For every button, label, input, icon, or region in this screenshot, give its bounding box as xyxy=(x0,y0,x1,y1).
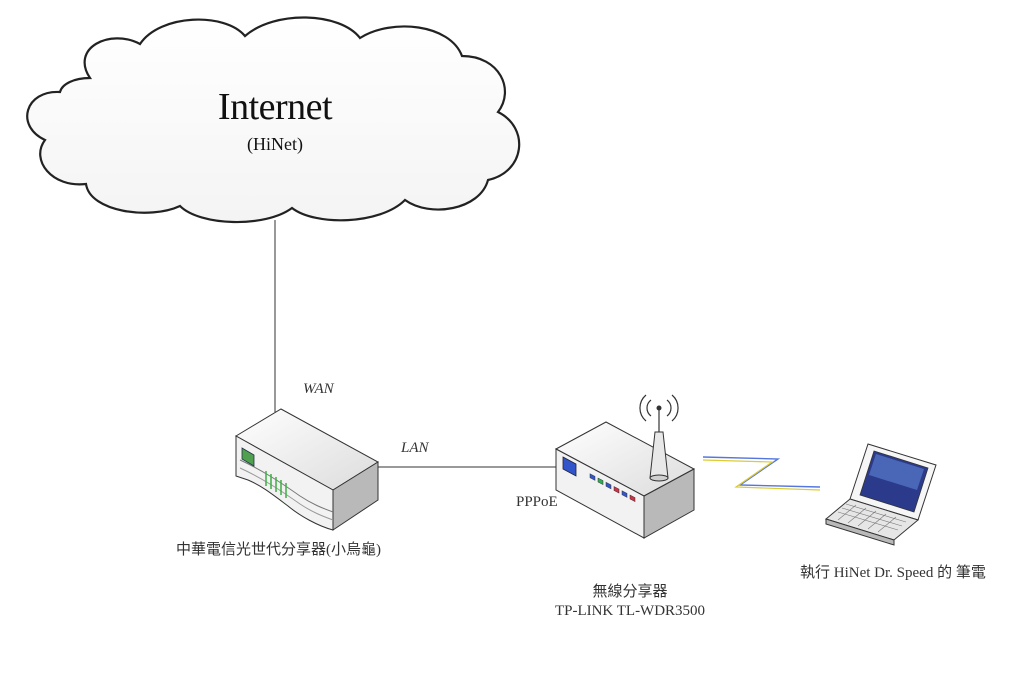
laptop-label: 執行 HiNet Dr. Speed 的 筆電 xyxy=(800,565,986,581)
wan-label: WAN xyxy=(303,381,334,397)
internet-title: Internet xyxy=(217,86,333,128)
internet-cloud-icon xyxy=(26,16,521,224)
laptop-icon xyxy=(824,443,937,546)
lan-label: LAN xyxy=(401,440,429,456)
internet-subtitle: (HiNet) xyxy=(247,134,303,154)
router-label-line1: 無線分享器 xyxy=(592,584,668,600)
modem-label: 中華電信光世代分享器(小烏龜) xyxy=(176,542,381,558)
wireless-link-icon xyxy=(702,456,821,491)
router-label-line2: TP-LINK TL-WDR3500 xyxy=(554,603,706,619)
modem-icon xyxy=(235,408,379,531)
pppoe-label: PPPoE xyxy=(516,494,558,510)
wireless-router-icon xyxy=(554,394,696,539)
